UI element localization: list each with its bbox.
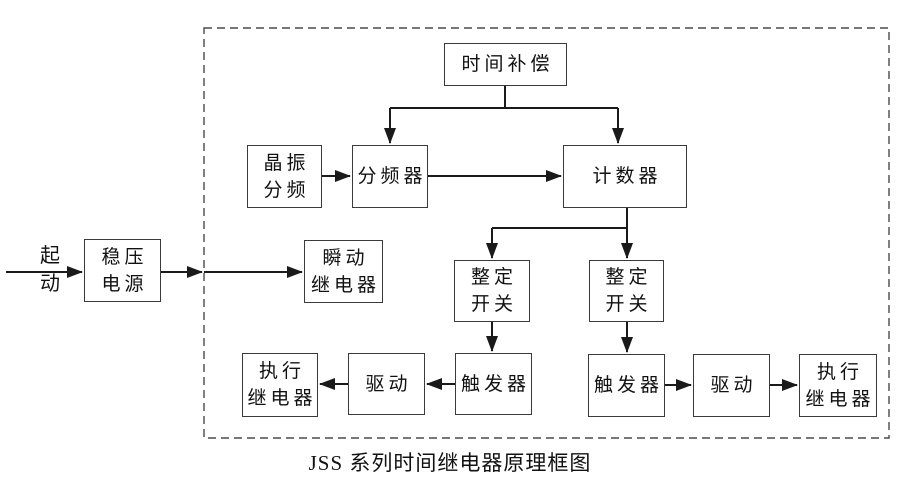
node-instantaneous-relay-line1: 瞬动 [322,247,369,269]
node-crystal-divider-line2: 分频 [263,179,310,201]
node-driver-left: 驱动 [348,353,425,415]
node-crystal-divider: 晶振 分频 [247,145,322,208]
diagram-caption: JSS 系列时间继电器原理框图 [308,451,592,475]
connector-counter-branch [492,208,628,229]
node-counter-label: 计数器 [592,166,662,187]
node-driver-left-label: 驱动 [365,373,412,395]
node-time-compensation: 时间补偿 [444,43,567,86]
start-label-line2: 动 [40,273,60,295]
connector-timecomp-branch [390,86,618,109]
start-label: 起 动 [30,242,70,298]
node-executive-relay-right-line1: 执行 [816,361,863,383]
node-trigger-left: 触发器 [455,353,532,415]
node-executive-relay-left-line2: 继电器 [247,388,317,409]
node-trigger-right-label: 触发器 [593,375,663,396]
node-executive-relay-right-line2: 继电器 [805,388,875,410]
node-setting-switch-left-line2: 开关 [470,294,517,315]
node-frequency-divider: 分频器 [352,145,428,208]
node-regulated-power-supply-line1: 稳压 [101,246,148,268]
node-driver-right-label: 驱动 [710,375,757,396]
node-executive-relay-left-line1: 执行 [258,361,305,382]
node-frequency-divider-label: 分频器 [357,166,427,187]
node-setting-switch-left: 整定 开关 [454,260,530,322]
start-label-line1: 起 [40,245,60,267]
dashed-boundary [203,27,890,439]
node-regulated-power-supply: 稳压 电源 [84,239,161,302]
node-instantaneous-relay: 瞬动 继电器 [304,240,383,303]
node-time-compensation-label: 时间补偿 [461,54,554,75]
node-driver-right: 驱动 [693,354,770,417]
node-counter: 计数器 [563,145,687,208]
node-regulated-power-supply-line2: 电源 [101,273,148,295]
node-trigger-left-label: 触发器 [460,373,530,395]
connectors [6,86,798,391]
node-trigger-right: 触发器 [588,354,665,417]
node-setting-switch-left-line1: 整定 [470,267,517,288]
node-setting-switch-right-line2: 开关 [605,294,652,315]
node-setting-switch-right: 整定 开关 [589,260,664,322]
node-crystal-divider-line1: 晶振 [263,152,310,174]
node-executive-relay-left: 执行 继电器 [242,353,318,417]
node-instantaneous-relay-line2: 继电器 [310,274,380,296]
node-executive-relay-right: 执行 继电器 [799,354,877,417]
node-setting-switch-right-line1: 整定 [605,267,652,288]
